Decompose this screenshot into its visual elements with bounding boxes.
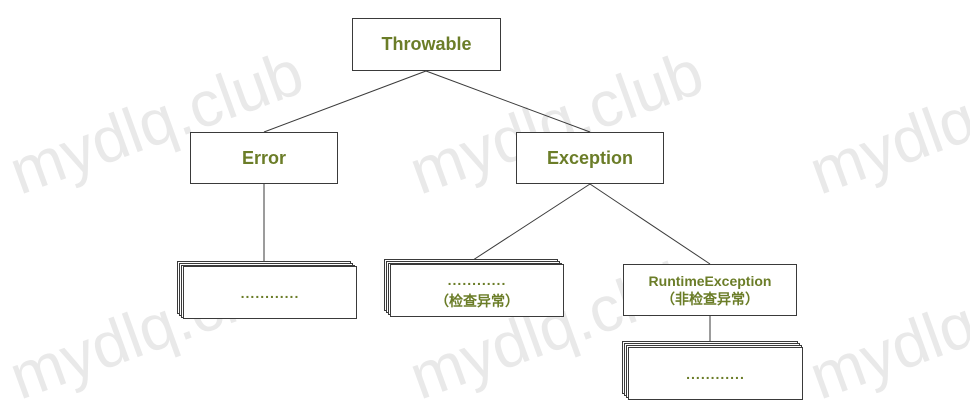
edge-exception-checked (469, 183, 591, 263)
ellipsis-placeholder: ............ (686, 365, 745, 382)
checked-exception-label: （检查异常） (435, 293, 519, 310)
watermark-text: mydlq.club (800, 36, 970, 208)
node-error: Error (190, 132, 338, 184)
ellipsis-placeholder: ............ (240, 284, 300, 301)
node-error-label: Error (241, 147, 286, 168)
node-runtime-exception-label: RuntimeException (648, 273, 772, 289)
node-runtime-subclasses: ............ (628, 347, 803, 400)
node-exception: Exception (516, 132, 664, 184)
unchecked-exception-label: （非检查异常） (661, 291, 759, 307)
node-throwable-label: Throwable (381, 34, 472, 54)
ellipsis-placeholder: ............ (447, 271, 507, 288)
edge-throwable-exception (425, 70, 591, 133)
node-runtime-exception: RuntimeException （非检查异常） (623, 264, 797, 316)
node-throwable: Throwable (352, 18, 501, 71)
edge-exception-runtime (589, 183, 711, 265)
watermark-text: mydlq.club (800, 241, 970, 413)
edge-throwable-error (263, 70, 427, 133)
node-error-subclasses: ............ (183, 266, 357, 319)
node-exception-label: Exception (546, 147, 634, 168)
node-checked-exceptions: ............ （检查异常） (390, 264, 564, 317)
